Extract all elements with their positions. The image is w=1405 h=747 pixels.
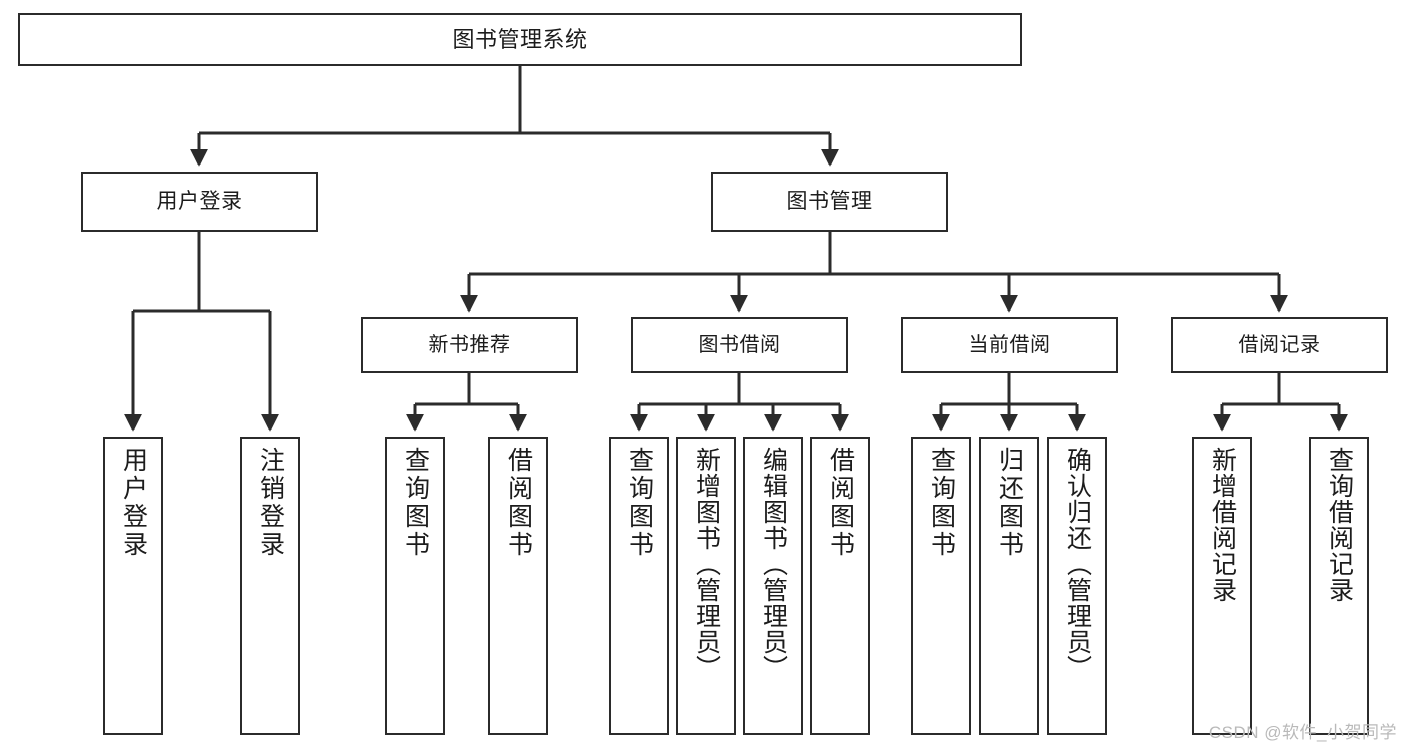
node-leaf-query-book-borrow[interactable]: 查询图书: [609, 437, 669, 735]
node-label: 新增借阅记录: [1208, 447, 1237, 603]
node-leaf-user-login[interactable]: 用户登录: [103, 437, 163, 735]
node-label: 归还图书: [995, 447, 1024, 559]
node-label: 查询图书: [927, 447, 956, 559]
node-label: 新书推荐: [428, 333, 511, 356]
node-label: 借阅图书: [826, 447, 855, 559]
node-leaf-borrow-book-recommend[interactable]: 借阅图书: [488, 437, 548, 735]
node-label: 查询借阅记录: [1325, 447, 1354, 603]
node-user-login[interactable]: 用户登录: [81, 172, 318, 232]
node-leaf-query-book-current[interactable]: 查询图书: [911, 437, 971, 735]
node-label: 借阅记录: [1238, 333, 1321, 356]
node-label: 编辑图书（管理员）: [759, 447, 788, 681]
node-label: 查询图书: [625, 447, 654, 559]
node-label: 借阅图书: [504, 447, 533, 559]
node-label: 用户登录: [156, 189, 243, 213]
node-label: 图书借阅: [698, 333, 781, 356]
node-leaf-confirm-return[interactable]: 确认归还（管理员）: [1047, 437, 1107, 735]
node-leaf-add-borrow-record[interactable]: 新增借阅记录: [1192, 437, 1252, 735]
node-label: 图书管理: [786, 189, 873, 213]
node-label: 图书管理系统: [452, 26, 588, 52]
node-book-management[interactable]: 图书管理: [711, 172, 948, 232]
node-label: 当前借阅: [968, 333, 1051, 356]
node-label: 新增图书（管理员）: [692, 447, 721, 681]
node-leaf-logout-login[interactable]: 注销登录: [240, 437, 300, 735]
node-leaf-query-book-recommend[interactable]: 查询图书: [385, 437, 445, 735]
node-label: 确认归还（管理员）: [1063, 447, 1092, 681]
node-leaf-borrow-book[interactable]: 借阅图书: [810, 437, 870, 735]
node-label: 查询图书: [401, 447, 430, 559]
node-label: 用户登录: [119, 447, 148, 559]
csdn-watermark: CSDN @软件_小贺同学: [1208, 723, 1397, 742]
node-leaf-add-book[interactable]: 新增图书（管理员）: [676, 437, 736, 735]
node-book-borrow[interactable]: 图书借阅: [631, 317, 848, 373]
node-leaf-return-book[interactable]: 归还图书: [979, 437, 1039, 735]
node-borrow-record[interactable]: 借阅记录: [1171, 317, 1388, 373]
node-leaf-edit-book[interactable]: 编辑图书（管理员）: [743, 437, 803, 735]
node-leaf-query-borrow-record[interactable]: 查询借阅记录: [1309, 437, 1369, 735]
node-label: 注销登录: [256, 447, 285, 559]
node-root-book-management-system[interactable]: 图书管理系统: [18, 13, 1022, 66]
node-new-book-recommend[interactable]: 新书推荐: [361, 317, 578, 373]
node-current-borrow[interactable]: 当前借阅: [901, 317, 1118, 373]
